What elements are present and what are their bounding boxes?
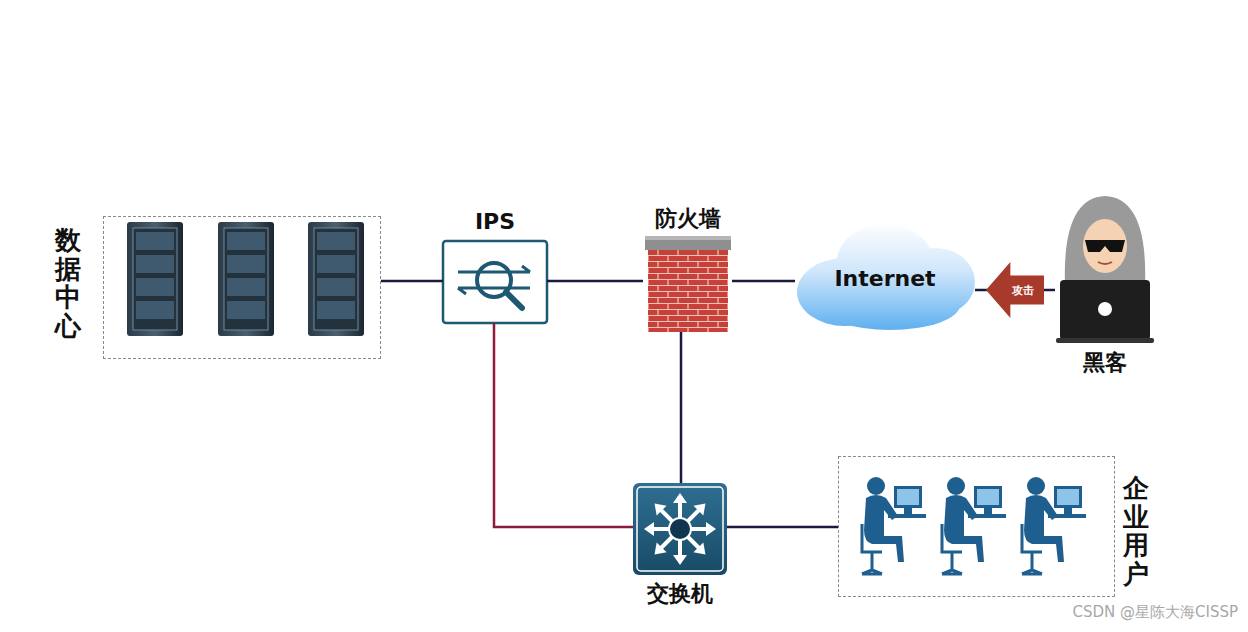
node-label: Internet xyxy=(834,266,935,291)
hacker-figure xyxy=(1056,196,1154,343)
node-label: IPS xyxy=(475,209,515,234)
network-node: 防火墙 xyxy=(643,200,732,332)
network-link xyxy=(680,332,683,483)
network-link xyxy=(732,280,795,283)
network-node: 交换机 xyxy=(633,483,727,605)
node-label: 黑客 xyxy=(1083,348,1127,378)
server-racks xyxy=(127,222,364,336)
node-label: 防火墙 xyxy=(655,204,721,234)
user-figures xyxy=(862,477,1086,574)
switch-icon xyxy=(633,483,727,575)
network-link xyxy=(727,526,838,529)
watermark: CSDN @星陈大海CISSP xyxy=(1072,603,1238,622)
network-link xyxy=(547,280,643,283)
firewall-icon xyxy=(645,236,731,332)
network-node: 企业用户 xyxy=(838,456,1148,597)
network-node: Internet xyxy=(795,222,975,330)
node-label: 数据中心 xyxy=(55,226,81,340)
network-node: IPS xyxy=(443,205,547,323)
node-label: 企业用户 xyxy=(1123,474,1149,588)
ips-icon xyxy=(443,241,547,323)
cloud-shape xyxy=(797,224,975,330)
network-link xyxy=(494,323,633,527)
dashed-group-frame xyxy=(103,216,381,359)
network-node: 数据中心 xyxy=(50,216,381,359)
network-node: 黑客 xyxy=(1055,190,1155,380)
dashed-group-frame xyxy=(838,456,1115,597)
node-label: 交换机 xyxy=(647,579,713,609)
attack-arrow-label: 攻击 xyxy=(986,262,1044,318)
network-link xyxy=(381,280,443,283)
